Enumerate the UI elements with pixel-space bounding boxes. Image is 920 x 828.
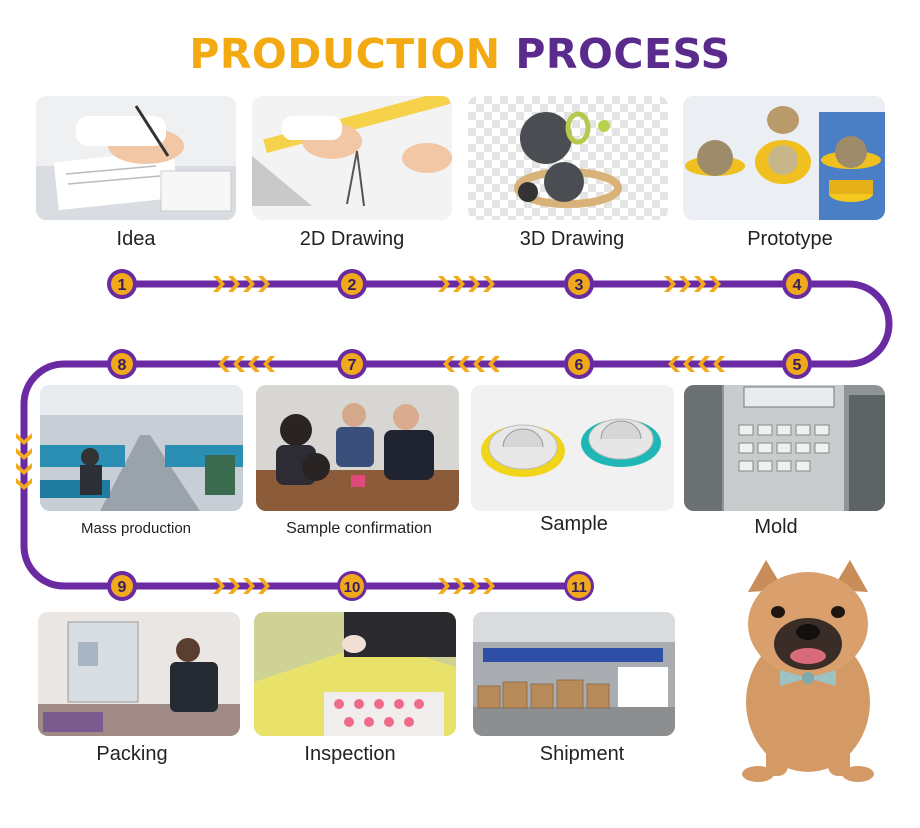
step-marker-11: 11 xyxy=(564,571,594,601)
step-number-6: 6 xyxy=(575,357,584,374)
step-marker-8: 8 xyxy=(107,349,137,379)
dog-image xyxy=(718,552,898,784)
step-number-1: 1 xyxy=(118,277,127,294)
photo-mass-production xyxy=(40,385,243,511)
step-label-2d-drawing: 2D Drawing xyxy=(299,228,405,250)
step-label-mass-production: Mass production xyxy=(80,520,192,537)
photo-mold xyxy=(684,385,885,511)
page-title: PRODUCTION PROCESS xyxy=(0,30,920,78)
photo-sample-confirmation xyxy=(256,385,459,511)
step-label-sample: Sample xyxy=(540,513,608,535)
photo-inspection xyxy=(254,612,456,736)
step-label-idea: Idea xyxy=(116,228,156,250)
step-number-3: 3 xyxy=(575,277,584,294)
step-label-inspection: Inspection xyxy=(304,743,396,765)
chevron-arrows-left-side xyxy=(16,433,32,490)
step-label-packing: Packing xyxy=(96,743,168,765)
title-word-production: PRODUCTION xyxy=(189,30,501,78)
photo-2d-drawing xyxy=(252,96,452,220)
step-label-prototype: Prototype xyxy=(747,228,833,250)
step-label-mold: Mold xyxy=(754,516,798,538)
step-number-5: 5 xyxy=(793,357,802,374)
step-marker-10: 10 xyxy=(337,571,367,601)
title-word-process: PROCESS xyxy=(515,30,731,78)
photo-prototype xyxy=(683,96,885,220)
photo-shipment xyxy=(473,612,675,736)
photo-idea xyxy=(36,96,236,220)
step-marker-4: 4 xyxy=(782,269,812,299)
step-marker-6: 6 xyxy=(564,349,594,379)
step-number-2: 2 xyxy=(348,277,357,294)
photo-sample xyxy=(471,385,674,511)
chevron-arrows-row2 xyxy=(218,356,725,372)
step-label-shipment: Shipment xyxy=(539,743,625,765)
step-number-9: 9 xyxy=(118,579,127,596)
step-marker-5: 5 xyxy=(782,349,812,379)
step-label-sample-confirmation: Sample confirmation xyxy=(286,520,432,537)
chevron-arrows-row3 xyxy=(213,578,495,594)
process-path xyxy=(20,280,893,590)
photo-3d-drawing xyxy=(468,96,668,220)
step-number-8: 8 xyxy=(118,357,127,374)
step-number-11: 11 xyxy=(571,579,587,596)
step-marker-1: 1 xyxy=(107,269,137,299)
chevron-arrows-row1 xyxy=(213,276,721,292)
step-marker-3: 3 xyxy=(564,269,594,299)
step-number-7: 7 xyxy=(348,357,357,374)
step-number-10: 10 xyxy=(344,579,361,596)
photo-packing xyxy=(38,612,240,736)
step-number-4: 4 xyxy=(793,277,802,294)
step-marker-2: 2 xyxy=(337,269,367,299)
step-marker-9: 9 xyxy=(107,571,137,601)
step-label-3d-drawing: 3D Drawing xyxy=(519,228,625,250)
step-marker-7: 7 xyxy=(337,349,367,379)
